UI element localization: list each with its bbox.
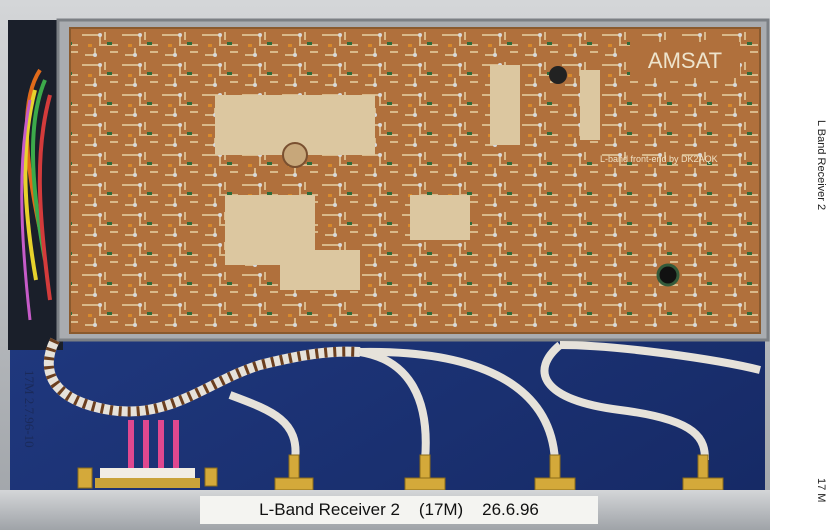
handwritten-note: 17M 2.7.96-10 (22, 370, 37, 448)
board-caption: L-band front-end by DK2AQK (600, 154, 718, 164)
side-title: L Band Receiver 2 (815, 120, 827, 211)
label-date: 26.6.96 (482, 500, 539, 519)
receiver-photo: AMSAT L-band front-end by DK2AQK 17M 2.7… (0, 0, 770, 530)
receiver-label: L-Band Receiver 2 (17M) 26.6.96 (200, 496, 598, 524)
label-code: (17M) (418, 500, 464, 519)
label-title: L-Band Receiver 2 (259, 500, 400, 519)
side-code: 17 M (815, 478, 827, 503)
board-logo: AMSAT (648, 48, 722, 73)
